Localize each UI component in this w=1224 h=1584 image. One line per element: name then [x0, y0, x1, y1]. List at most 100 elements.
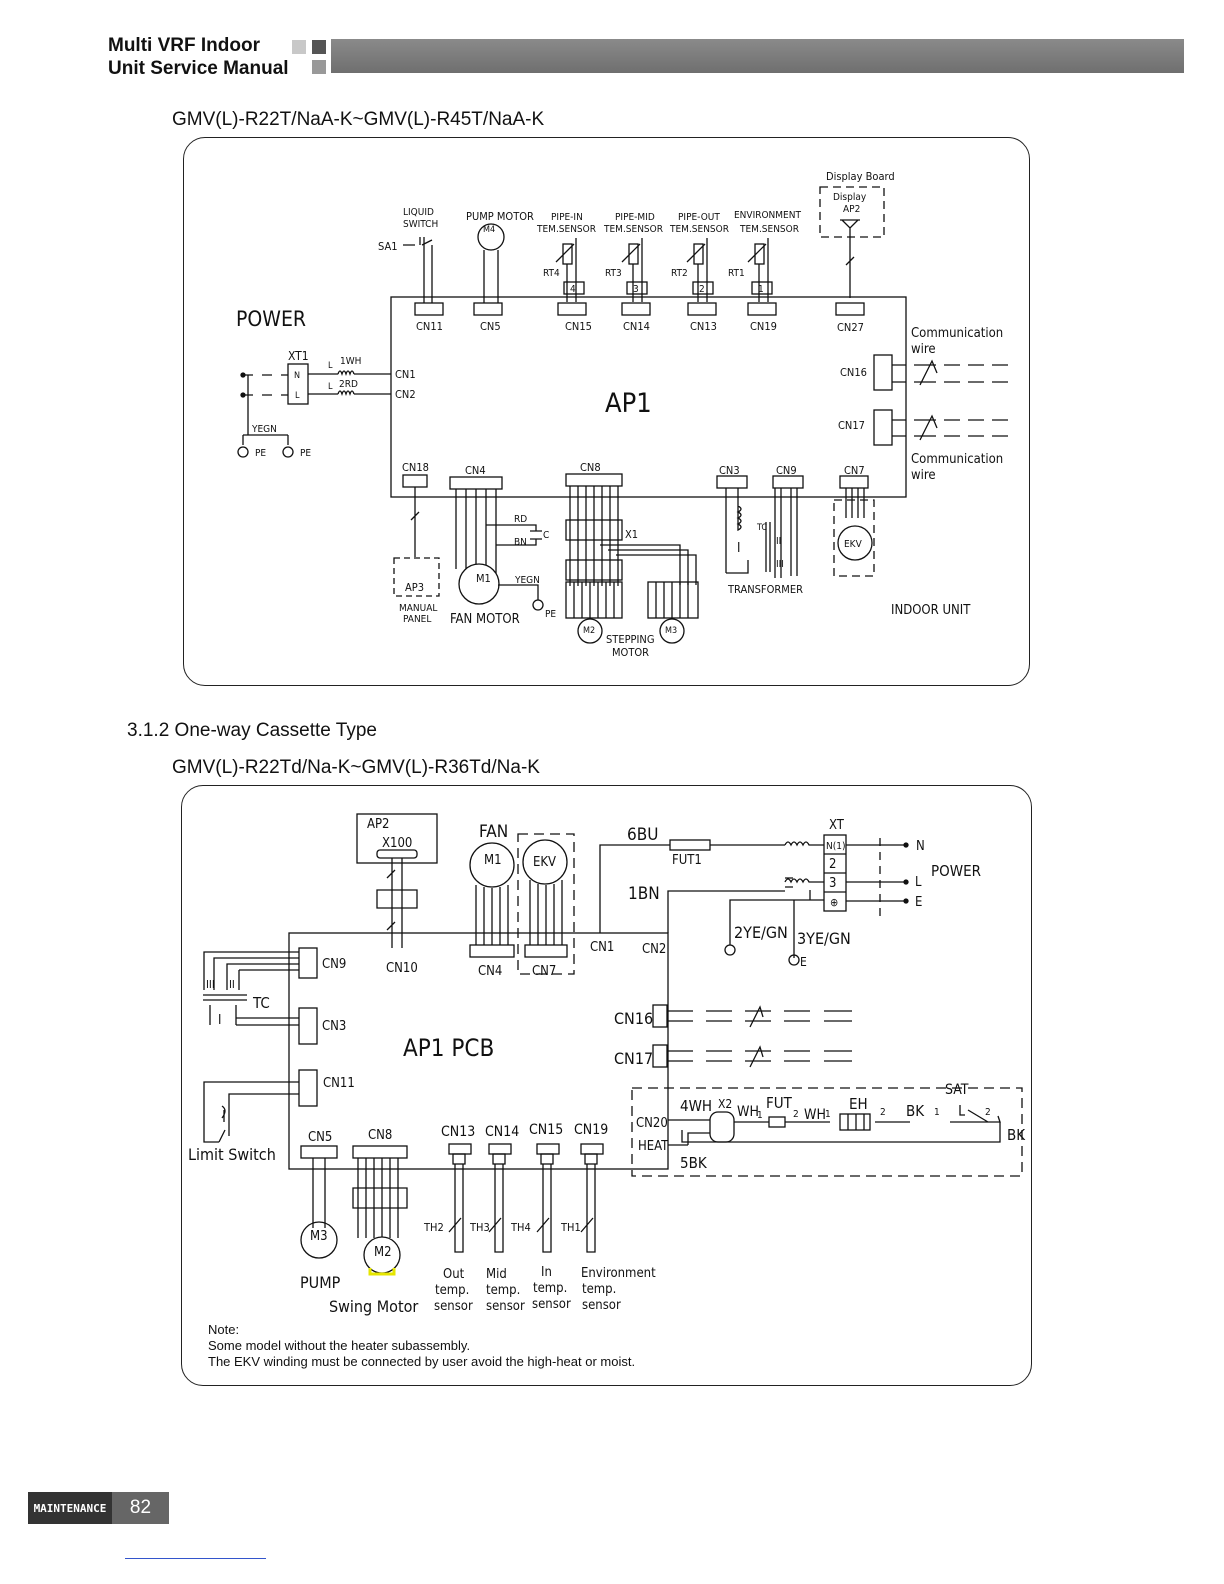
cn17-connector	[652, 1044, 668, 1068]
roman-1: I	[737, 541, 740, 556]
m1-label: M1	[476, 572, 491, 585]
comm-wire-cn17	[892, 414, 1008, 441]
pump-motor-wires	[483, 250, 499, 303]
ekv-wires	[845, 488, 865, 518]
xt-2-label: 2	[829, 857, 836, 872]
pipe-sensors	[555, 238, 773, 302]
temp-sensor-connectors	[448, 1143, 604, 1253]
cn16-label: CN16	[840, 366, 867, 379]
cn9-label: CN9	[776, 464, 797, 477]
ap1-board	[390, 296, 907, 498]
wire-l-label: L	[328, 382, 333, 392]
pe-label: PE	[300, 448, 311, 459]
power-label: POWER	[236, 307, 306, 331]
bu6-label: 6BU	[627, 825, 658, 845]
ground-symbol	[282, 446, 294, 458]
limit-switch	[203, 1081, 299, 1143]
x100-label: X100	[382, 836, 412, 851]
ekv-box	[517, 833, 575, 975]
stepping-motor-label-1: STEPPING	[606, 633, 655, 646]
fuse-fut1	[669, 839, 711, 851]
bn1-label: 1BN	[628, 884, 660, 904]
cn11-label: CN11	[416, 320, 443, 333]
env-label-1: Environment	[581, 1266, 656, 1281]
cn1-label: CN1	[395, 368, 416, 381]
mid-label-1: Mid	[486, 1267, 507, 1282]
fan-label: FAN	[479, 822, 508, 842]
header-bar	[331, 39, 1184, 73]
x100-wires	[376, 858, 418, 948]
ap1-pcb-label: AP1 PCB	[403, 1034, 494, 1062]
sensor-num-2: 2	[699, 284, 705, 295]
ekv-valve	[522, 839, 568, 885]
comm-wire-label-1a: Communication	[911, 326, 1003, 341]
fan-motor-wires	[455, 489, 497, 574]
env-label-2: TEM.SENSOR	[739, 224, 799, 235]
fut-label: FUT	[766, 1094, 793, 1112]
ground-symbol	[724, 944, 736, 956]
cn18-label: CN18	[402, 461, 429, 474]
fan-ekv-wires	[475, 880, 563, 945]
c-label: C	[543, 530, 549, 541]
bk-num: 1	[934, 1107, 940, 1118]
cn8-label: CN8	[580, 461, 601, 474]
m4-label: M4	[483, 225, 495, 235]
th2-label: TH2	[423, 1221, 444, 1234]
rd2-label: 2RD	[339, 379, 358, 390]
rt3-label: RT3	[605, 268, 622, 279]
fuse-fut	[768, 1116, 786, 1128]
ap2-box	[356, 813, 438, 864]
cn19-label: CN19	[574, 1122, 608, 1138]
xt1-l: L	[295, 391, 300, 401]
cn17-connector	[873, 409, 893, 446]
cn7-connector	[524, 944, 568, 958]
xt-outputs	[824, 844, 906, 902]
cn2-label: CN2	[642, 942, 666, 957]
tc-label: TC	[252, 994, 270, 1012]
cn4-label: CN4	[478, 964, 502, 979]
transformer-label: TRANSFORMER	[727, 583, 803, 596]
pipe-out-label-2: TEM.SENSOR	[669, 224, 729, 235]
x2-connector	[709, 1111, 735, 1143]
liquid-switch-label-2: SWITCH	[403, 219, 438, 230]
yegn-label: YEGN	[251, 424, 277, 435]
env-label-2: temp.	[582, 1282, 616, 1297]
cn14-label: CN14	[623, 320, 650, 333]
power-label: POWER	[931, 862, 981, 880]
pump-motor-m4	[477, 223, 505, 251]
wh2-label: WH	[804, 1107, 826, 1123]
bn-label: BN	[514, 537, 527, 548]
ye3-label: 3YE/GN	[797, 929, 851, 948]
x100-connector	[376, 849, 418, 859]
cn5-label: CN5	[308, 1130, 332, 1145]
xt-n1-label: N(1)	[826, 841, 845, 852]
cn11-label: CN11	[323, 1076, 355, 1091]
cn10-label: CN10	[386, 961, 418, 976]
m1-label: M1	[484, 853, 502, 868]
cn5-connector	[300, 1145, 338, 1159]
section-heading: 3.1.2 One-way Cassette Type	[127, 720, 377, 741]
roman-3: III	[776, 559, 784, 570]
comm-wire-label-2a: Communication	[911, 452, 1003, 467]
roman-2: II	[229, 978, 235, 991]
comm-wire-label-1b: wire	[911, 342, 936, 357]
wh2-num-2: 2	[793, 1109, 799, 1120]
capacitor-wiring	[486, 524, 542, 600]
ap1-label: AP1	[605, 388, 652, 419]
rt1-label: RT1	[728, 268, 745, 279]
limit-switch-label: Limit Switch	[188, 1145, 276, 1164]
swing-motor-harness	[352, 1158, 408, 1238]
in-label-2: temp.	[533, 1281, 567, 1296]
xt1-label: XT1	[288, 349, 309, 363]
ground-wires	[729, 890, 824, 958]
diagram2-caption: GMV(L)-R22Td/Na-K~GMV(L)-R36Td/Na-K	[172, 757, 540, 778]
display-label: Display	[833, 192, 867, 203]
note-line1: Some model without the heater subassembl…	[208, 1338, 471, 1353]
pump-motor-label: PUMP MOTOR	[466, 210, 534, 223]
fan-motor-m1	[469, 842, 515, 888]
heat-label: HEAT	[638, 1139, 669, 1154]
terminal-n	[903, 842, 909, 848]
bk-end-label: BK	[1007, 1126, 1026, 1144]
roman-1: I	[218, 1013, 221, 1028]
cn3-label: CN3	[719, 464, 740, 477]
